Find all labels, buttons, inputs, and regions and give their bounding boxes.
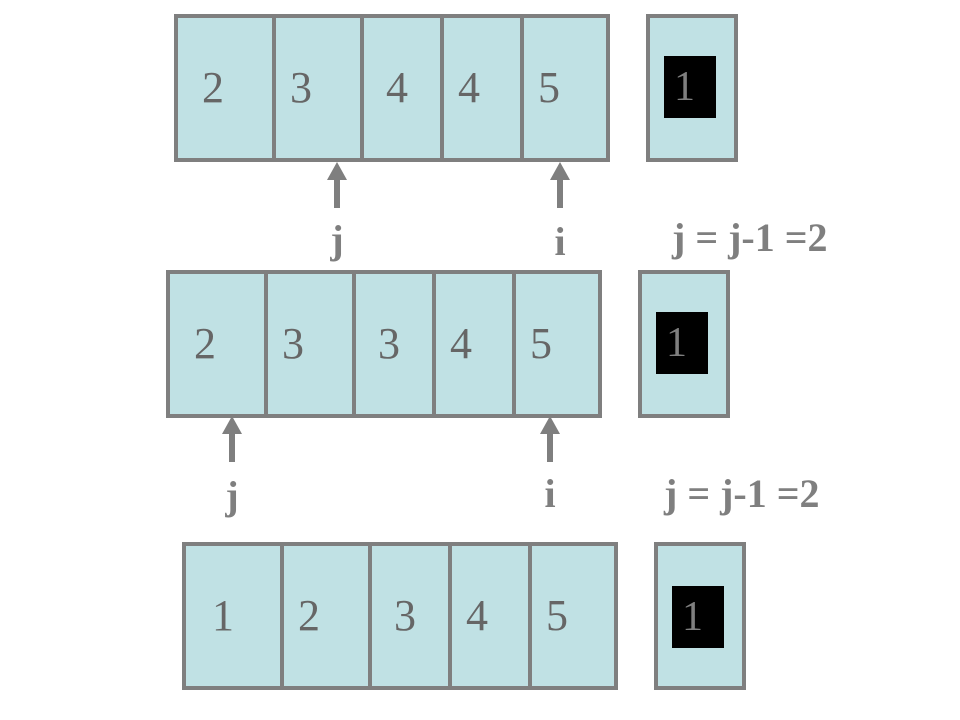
key-box-step-2: 1	[638, 270, 730, 418]
key-value: 1	[664, 56, 716, 118]
cell-value: 3	[394, 591, 416, 640]
cell-value: 4	[386, 63, 408, 112]
array-cell: 4	[364, 18, 444, 158]
j-pointer-label: j	[225, 473, 239, 518]
cell-value: 2	[202, 63, 224, 112]
cell-value: 2	[194, 319, 216, 368]
array-cell: 1	[186, 546, 284, 686]
cell-value: 3	[282, 319, 304, 368]
array-step-1: 2 3 4 4 5	[174, 14, 610, 162]
array-cell: 3	[356, 274, 436, 414]
cell-value: 4	[450, 319, 472, 368]
up-arrow-icon	[540, 416, 560, 462]
i-pointer-arrow	[530, 414, 570, 464]
cell-value: 5	[546, 591, 568, 640]
i-pointer-arrow	[540, 160, 580, 210]
cell-value: 3	[378, 319, 400, 368]
cell-value: 3	[290, 63, 312, 112]
cell-value: 2	[298, 591, 320, 640]
formula-text: j = j-1 =2	[664, 471, 820, 516]
array-cell: 4	[444, 18, 524, 158]
array-cell: 5	[532, 546, 614, 686]
array-cell: 3	[268, 274, 356, 414]
array-cell: 3	[276, 18, 364, 158]
formula-text: j = j-1 =2	[672, 215, 828, 260]
cell-value: 4	[458, 63, 480, 112]
cell-value: 5	[538, 63, 560, 112]
key-value: 1	[672, 586, 724, 648]
up-arrow-icon	[550, 162, 570, 208]
array-cell: 5	[524, 18, 606, 158]
j-pointer-label: j	[330, 217, 344, 262]
up-arrow-icon	[327, 162, 347, 208]
array-cell: 3	[372, 546, 452, 686]
array-cell: 2	[284, 546, 372, 686]
array-cell: 4	[436, 274, 516, 414]
array-cell: 2	[178, 18, 276, 158]
array-step-2: 2 3 3 4 5	[166, 270, 602, 418]
array-cell: 2	[170, 274, 268, 414]
key-box-step-1: 1	[646, 14, 738, 162]
array-cell: 5	[516, 274, 598, 414]
i-pointer-label: i	[554, 219, 566, 264]
cell-value: 5	[530, 319, 552, 368]
j-pointer-arrow	[212, 414, 252, 464]
cell-value: 1	[212, 591, 234, 640]
j-pointer-arrow	[317, 160, 357, 210]
array-step-3: 1 2 3 4 5	[182, 542, 618, 690]
key-box-step-3: 1	[654, 542, 746, 690]
i-pointer-label: i	[544, 471, 556, 516]
up-arrow-icon	[222, 416, 242, 462]
key-value: 1	[656, 312, 708, 374]
cell-value: 4	[466, 591, 488, 640]
array-cell: 4	[452, 546, 532, 686]
